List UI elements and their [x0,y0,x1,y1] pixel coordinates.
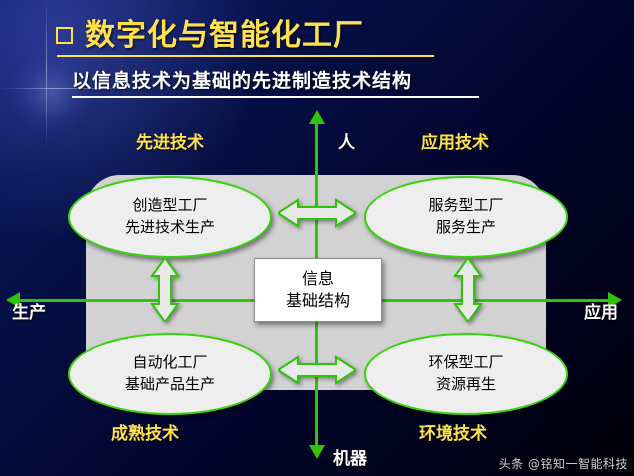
node-top-right-line2: 服务生产 [435,218,496,236]
background-glow [8,50,94,136]
axis-arrow-up-icon [309,110,325,124]
decorative-vertical-streak [46,0,47,150]
center-node: 信息 基础结构 [254,258,382,322]
node-bottom-right: 环保型工厂 资源再生 [364,333,568,415]
axis-arrow-down-icon [309,445,325,459]
slide-subtitle: 以信息技术为基础的先进制造技术结构 [72,70,413,92]
center-node-line2: 基础结构 [285,291,350,310]
axis-arrow-left-icon [6,292,20,308]
node-bottom-left-line2: 基础产品生产 [124,375,215,393]
square-bullet-icon [56,26,73,44]
slide-title-row: 数字化与智能化工厂 [56,10,364,54]
axis-label-bottom: 机器 [333,449,367,469]
label-bottom-right-corner: 环境技术 [419,424,487,444]
node-top-left-line1: 创造型工厂 [132,196,208,215]
axis-arrow-right-icon [608,292,622,308]
node-top-right-line1: 服务型工厂 [428,196,504,215]
label-top-left-corner: 先进技术 [136,133,204,153]
title-underline [57,55,434,57]
page-title: 数字化与智能化工厂 [85,18,364,53]
double-arrow-horizontal-icon [278,355,356,385]
label-top-right-corner: 应用技术 [421,133,489,153]
double-arrow-vertical-icon [150,258,180,322]
decorative-horizontal-streak [0,88,150,89]
double-arrow-horizontal-icon [278,198,356,228]
watermark: 头条 @铭知一智能科技 [498,457,628,471]
node-top-right: 服务型工厂 服务生产 [364,176,568,258]
double-arrow-vertical-icon [453,258,483,322]
node-bottom-right-line1: 环保型工厂 [428,353,504,372]
axis-label-right: 应用 [584,303,618,323]
center-node-line1: 信息 [301,268,334,288]
axis-label-left: 生产 [12,303,46,323]
node-top-left: 创造型工厂 先进技术生产 [68,176,272,258]
node-bottom-left: 自动化工厂 基础产品生产 [68,333,272,415]
subtitle-underline [72,96,479,98]
node-bottom-right-line2: 资源再生 [435,375,496,393]
axis-label-top: 人 [338,133,355,153]
label-bottom-left-corner: 成熟技术 [111,424,179,444]
node-bottom-left-line1: 自动化工厂 [132,353,208,372]
node-top-left-line2: 先进技术生产 [124,218,215,236]
